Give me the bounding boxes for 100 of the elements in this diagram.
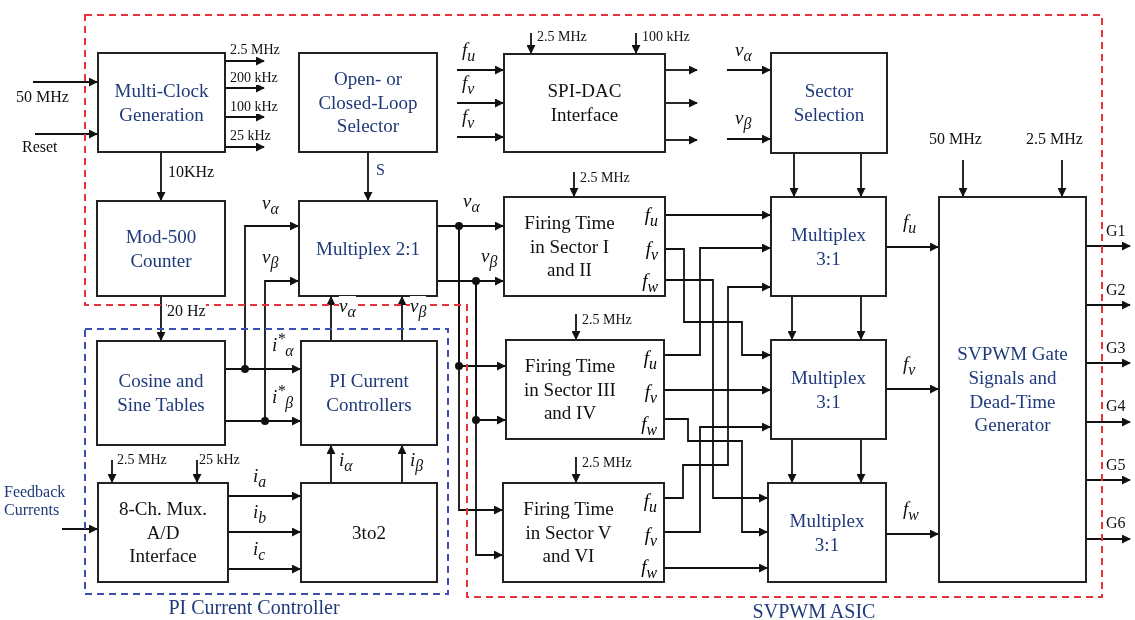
arrow [61,524,98,534]
process-box [96,340,226,446]
arrow [225,56,265,66]
arrow [1057,159,1067,197]
arrow [437,280,503,560]
arrow [664,563,768,573]
port-label: f$_{u}$ [643,490,657,517]
box-label: 3to2 [352,520,386,545]
box-label: PI Current Controllers [325,369,413,417]
port-label: f$_{u}$ [644,204,658,231]
arrow [665,210,771,220]
arrow [326,296,336,341]
arrow [1086,300,1131,310]
process-box [502,482,665,583]
group-title: SVPWM ASIC [751,600,877,620]
port-label: f$_{w}$ [642,270,658,297]
edge-label: i$_{β}$ [410,450,424,475]
arrow [886,242,939,252]
box-label: 8-Ch. Mux. A/D Interface [117,496,209,569]
arrow [664,385,771,395]
port-label: f$_{w}$ [641,413,657,440]
box-label: Multi-Clock Generation [113,78,210,127]
process-box [97,482,229,583]
arrow [726,134,771,144]
arrow [526,32,536,54]
arrow [665,65,698,75]
arrow [456,65,504,75]
arrow [225,416,301,426]
port-label: f$_{v}$ [645,238,658,265]
box-label: Firing Time in Sector V and VI [522,496,615,569]
process-box [503,196,666,297]
process-box [298,52,438,153]
arrow [225,364,301,374]
arrow [1086,475,1131,485]
arrow [1086,417,1131,427]
arrow [225,83,265,93]
box-label: Cosine and Sine Tables [116,369,206,417]
box-label: SPI-DAC Interface [546,79,623,127]
arrow [856,296,866,340]
group-title: PI Current Controller [167,596,341,619]
arrow [397,296,407,341]
process-box [96,200,226,297]
arrow [228,491,301,501]
box-label: Firing Time in Sector I and II [523,210,616,283]
process-box [503,53,666,153]
arrow [726,65,771,75]
arrow [456,98,504,108]
arrow [787,439,797,483]
box-label: Multiplex 2:1 [316,236,420,261]
arrow [856,153,866,197]
arrow [571,313,581,340]
process-box [97,52,226,153]
process-box [770,52,888,154]
arrow [32,77,98,87]
arrow [156,296,166,341]
port-label: f$_{w}$ [641,556,657,583]
arrow [1086,358,1131,368]
arrow [665,98,698,108]
process-box [505,339,665,440]
arrow [886,384,939,394]
arrow [1086,241,1131,251]
arrow [1086,534,1131,544]
process-box [300,482,438,583]
arrow [225,112,265,122]
arrow [958,159,968,197]
arrow [34,129,98,139]
arrow [787,296,797,340]
process-box [298,200,438,297]
edge-label: 200 kHz [230,70,278,86]
box-label: Open- or Closed-Loop Selector [317,66,419,139]
arrow [156,152,166,201]
arrow [192,459,202,483]
port-label: f$_{v}$ [644,381,657,408]
box-label: Sector Selection [792,79,866,127]
arrow [789,153,799,197]
arrow [225,142,265,152]
arrow [665,135,698,145]
edge-label: 100 kHz [230,99,278,115]
box-label: Multiplex 3:1 [790,365,867,414]
edge-label: v$_{β}$ [410,296,427,321]
arrow [886,529,939,539]
arrow [571,456,581,483]
arrow [437,225,503,515]
box-label: Mod-500 Counter [124,224,198,273]
process-box [938,196,1087,583]
arrow [363,152,373,201]
arrow [856,439,866,483]
process-box [300,340,438,446]
box-label: SVPWM Gate Signals and Dead-Time Generator [956,342,1069,437]
arrow [228,564,301,574]
arrow [631,32,641,54]
process-box [767,482,887,583]
port-label: f$_{v}$ [644,524,657,551]
box-label: Multiplex 3:1 [790,222,867,271]
box-label: Firing Time in Sector III and IV [523,353,617,426]
process-box [770,196,887,297]
arrow [228,527,301,537]
arrow [326,445,336,483]
arrow [456,132,504,142]
arrow [107,459,117,483]
